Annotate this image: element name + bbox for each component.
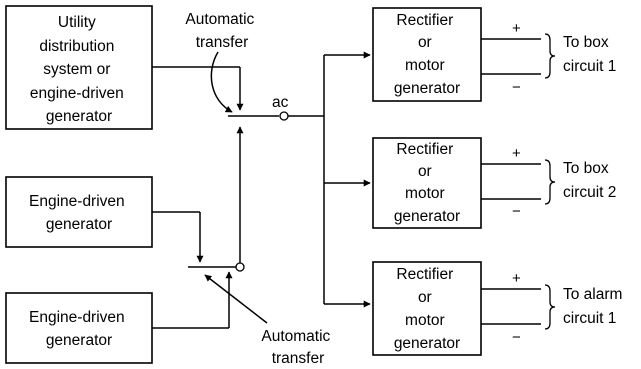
converter-1: Rectifier or motor generator + − To box … <box>372 7 616 102</box>
converter-2-box <box>372 137 482 229</box>
ac-bus-contact <box>279 111 289 121</box>
converter-2-plus: + <box>512 145 521 162</box>
circuit-1-brace <box>544 33 556 79</box>
source-engine-generator-1-label: Engine-driven generator <box>29 193 129 233</box>
output-box-circuit-2-label: To box circuit 2 <box>563 160 616 201</box>
converter-3-label: Rectifier or motor generator <box>394 266 460 352</box>
source-utility-label: Utility distribution system or engine-dr… <box>30 14 128 125</box>
source-engine-generator-2-label: Engine-driven generator <box>29 309 129 349</box>
converter-3-minus: − <box>512 329 521 346</box>
upper-transfer-pointer <box>210 51 233 113</box>
converter-2-label: Rectifier or motor generator <box>394 141 460 225</box>
source-utility-box: Utility distribution system or engine-dr… <box>5 5 153 130</box>
lower-switch-contact <box>235 262 245 272</box>
ac-bus-label: ac <box>272 94 289 111</box>
converter-2-minus: − <box>512 203 521 220</box>
upper-transfer-switch: ac Automatic transfer <box>152 11 324 121</box>
lower-transfer-label: Automatic transfer <box>261 328 334 367</box>
converter-3-box <box>372 261 482 356</box>
source-engine-generator-2-box: Engine-driven generator <box>5 292 153 364</box>
converter-2: Rectifier or motor generator + − To box … <box>372 137 616 229</box>
converter-1-minus: − <box>512 79 521 96</box>
circuit-2-brace <box>544 159 556 205</box>
converter-3: Rectifier or motor generator + − To alar… <box>372 261 627 356</box>
converter-1-box <box>372 7 482 102</box>
converter-1-label: Rectifier or motor generator <box>394 12 460 97</box>
source-engine-generator-1-box: Engine-driven generator <box>5 176 153 248</box>
converter-1-plus: + <box>512 20 521 37</box>
converter-3-plus: + <box>512 270 521 287</box>
lower-transfer-pointer <box>204 274 268 324</box>
output-box-circuit-1-label: To box circuit 1 <box>563 34 616 75</box>
upper-transfer-label: Automatic transfer <box>185 11 258 51</box>
ac-distribution-trunk <box>323 51 371 308</box>
alarm-circuit-brace <box>544 284 556 330</box>
lower-transfer-switch: Automatic transfer <box>152 126 334 367</box>
output-alarm-circuit-1-label: To alarm circuit 1 <box>563 286 627 327</box>
